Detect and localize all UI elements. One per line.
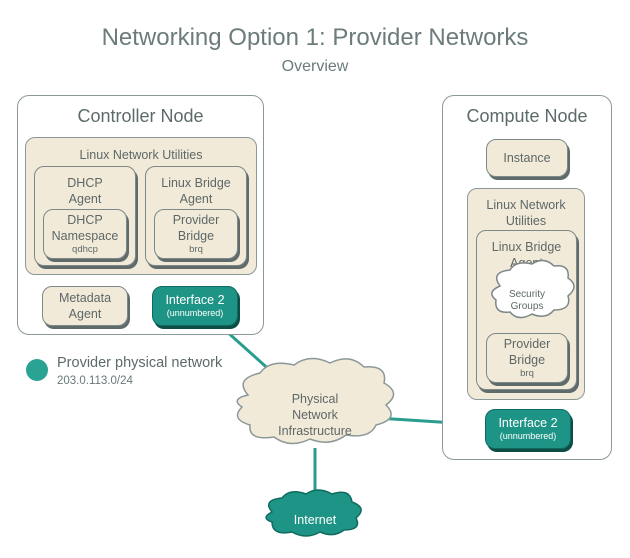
controller-provider-bridge-box: Provider Bridge brq (154, 209, 238, 259)
dhcp-namespace-box: DHCP Namespace qdhcp (43, 209, 127, 259)
controller-interface-2: Interface 2 (unnumbered) (152, 286, 238, 326)
controller-interface-sub: (unnumbered) (166, 308, 224, 318)
metadata-agent-box: Metadata Agent (42, 286, 128, 326)
instance-box: Instance (486, 139, 568, 177)
compute-interface-label: Interface 2 (498, 416, 558, 430)
dhcp-agent-label: DHCP Agent (67, 176, 103, 206)
instance-label: Instance (503, 151, 551, 165)
compute-interface-2: Interface 2 (unnumbered) (485, 409, 571, 449)
controller-interface-link (223, 328, 285, 384)
physical-network-label: Physical Network Infrastructure (278, 392, 352, 438)
internet-label: Internet (293, 513, 337, 527)
metadata-agent-label: Metadata Agent (58, 291, 112, 321)
compute-interface-sub: (unnumbered) (499, 431, 557, 441)
page-subtitle: Overview (281, 58, 349, 75)
controller-provider-bridge-label: Provider Bridge (172, 213, 220, 243)
compute-node-title: Compute Node (466, 106, 588, 126)
legend-subnet: 203.0.113.0/24 (57, 375, 133, 387)
controller-node-title: Controller Node (77, 106, 204, 126)
dhcp-namespace-label: DHCP Namespace (51, 213, 119, 243)
compute-provider-bridge-box: Provider Bridge brq (486, 333, 568, 383)
controller-bridge-agent-label: Linux Bridge Agent (161, 176, 231, 206)
compute-bridge-agent-label: Linux Bridge Agent (491, 240, 562, 270)
compute-provider-bridge-label: Provider Bridge (503, 337, 551, 367)
legend-label: Provider physical network (57, 355, 223, 371)
legend-swatch (26, 359, 48, 381)
controller-interface-label: Interface 2 (165, 293, 225, 307)
dhcp-namespace-sub: qdhcp (72, 244, 98, 255)
compute-utilities-label: Linux Network Utilities (486, 198, 566, 228)
security-groups-label: Security Groups (508, 289, 546, 312)
page-title: Networking Option 1: Provider Networks (101, 24, 529, 51)
compute-provider-bridge-sub: brq (520, 368, 534, 379)
controller-provider-bridge-sub: brq (189, 244, 203, 255)
controller-utilities-label: Linux Network Utilities (79, 148, 203, 162)
